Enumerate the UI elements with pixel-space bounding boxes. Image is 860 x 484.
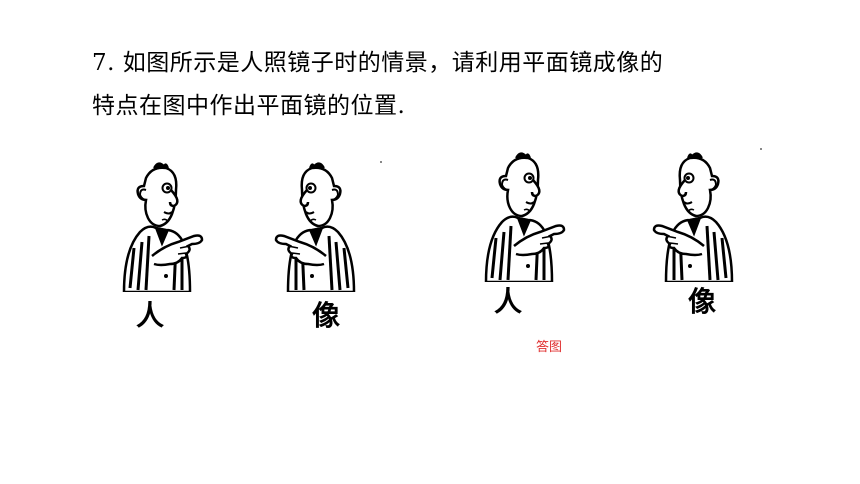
answer-figure-caption: 答图	[536, 340, 563, 355]
question-line-2: 特点在图中作出平面镜的位置.	[92, 93, 406, 119]
person-figure-left	[116, 160, 206, 292]
mark-dot	[760, 148, 762, 150]
mirror-image-figure-right	[650, 150, 740, 282]
question-text: 7. 如图所示是人照镜子时的情景，请利用平面镜成像的 特点在图中作出平面镜的位置…	[92, 42, 792, 128]
person-label-left: 人	[135, 299, 164, 332]
image-label-right: 像	[687, 285, 716, 318]
mark-dot	[380, 161, 382, 163]
image-label-left: 像	[311, 299, 340, 332]
person-label-right: 人	[493, 285, 522, 318]
mirror-image-figure-left	[272, 160, 362, 292]
person-figure-right	[478, 150, 568, 282]
question-line-1: 7. 如图所示是人照镜子时的情景，请利用平面镜成像的	[92, 50, 664, 76]
